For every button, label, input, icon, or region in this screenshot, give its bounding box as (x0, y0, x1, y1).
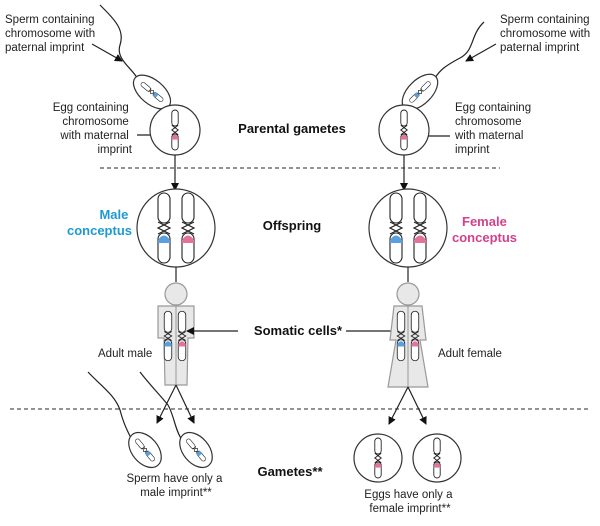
male-gametes-label: Sperm have only a male imprint** (126, 473, 225, 499)
row-label-offspring: Offspring (263, 218, 322, 233)
female-conceptus-cell (368, 188, 448, 268)
row-label-gametes: Gametes** (257, 464, 323, 479)
row-label-somatic-cells: Somatic cells* (254, 323, 343, 338)
adult-male-figure (157, 282, 195, 386)
arrow-icon (465, 43, 497, 62)
arrow-icon (388, 386, 409, 425)
right-sperm-cell (401, 73, 439, 111)
male-conceptus-label: Male conceptus (67, 207, 132, 238)
female-gamete-egg (412, 433, 462, 483)
male-gamete-sperm (179, 431, 213, 469)
left-lineage: Sperm containing chromosome with paterna… (5, 4, 225, 499)
adult-female-figure (387, 282, 429, 388)
female-conceptus-label: Female conceptus (452, 214, 517, 245)
row-label-parental-gametes: Parental gametes (238, 121, 346, 136)
right-lineage: Sperm containing chromosome with paterna… (353, 14, 593, 515)
right-egg-cell (378, 104, 430, 156)
right-egg-label: Egg containing chromosome with maternal … (454, 102, 534, 156)
left-sperm-label: Sperm containing chromosome with paterna… (5, 14, 98, 54)
adult-female-label: Adult female (438, 348, 502, 360)
arrow-icon (175, 384, 195, 424)
adult-male-label: Adult male (98, 348, 152, 360)
sperm-tail (99, 4, 139, 81)
arrow-icon (407, 386, 427, 425)
left-egg-label: Egg containing chromosome with maternal … (53, 102, 133, 156)
male-conceptus-cell (136, 188, 216, 268)
right-sperm-label: Sperm containing chromosome with paterna… (500, 14, 593, 54)
female-gamete-egg (353, 433, 403, 483)
female-gametes-label: Eggs have only a female imprint** (364, 489, 455, 515)
left-egg-cell (149, 104, 201, 156)
left-sperm-cell (132, 74, 172, 110)
arrow-icon (91, 43, 123, 62)
male-gamete-sperm (128, 431, 162, 469)
